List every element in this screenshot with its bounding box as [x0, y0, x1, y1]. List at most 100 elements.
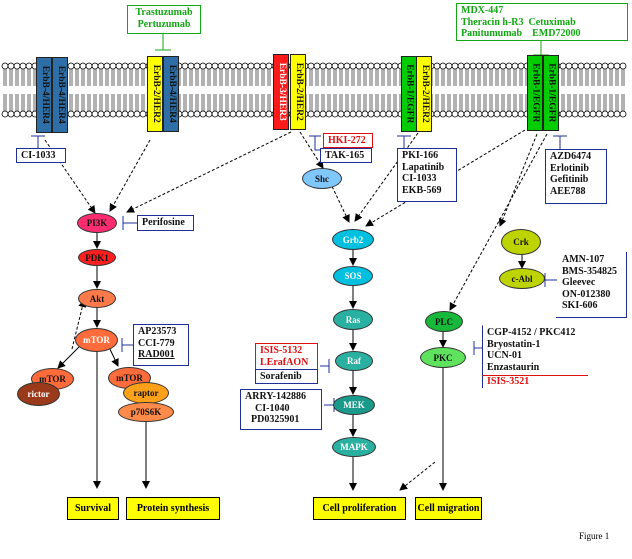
akt-node: Akt: [78, 289, 116, 308]
sorafenib-label: Sorafenib: [260, 371, 302, 382]
panitumumab-emd-label: Panitumumab EMD72000: [461, 28, 581, 39]
ci1033-label: CI-1033: [21, 150, 56, 161]
pertuzumab-label: Pertuzumab: [137, 18, 191, 30]
receptor-label: ErbB-4/HER4: [55, 65, 66, 125]
sos-label: SOS: [344, 271, 362, 281]
gefitinib-label: Gefitinib: [550, 174, 589, 185]
receptor-label: ErbB-2/HER2: [419, 64, 430, 124]
cci779-label: CCI-779: [138, 337, 175, 349]
tak165-box: TAK-165: [320, 148, 372, 163]
survival-box: Survival: [67, 497, 119, 520]
receptor-erbb-4-her4-0: ErbB-4/HER4: [36, 57, 52, 133]
c-abl-label: c-Abl: [511, 273, 533, 284]
ci1033-tki-label: CI-1033: [402, 173, 437, 184]
egfr-antibodies-box: MDX-447 Theracin h-R3 Cetuximab Panitumu…: [456, 3, 628, 41]
receptor-label: ErbB-3/HER3: [276, 62, 287, 122]
cell-migration-box: Cell migration: [415, 497, 482, 520]
abl-bracket: [556, 252, 627, 318]
isis3521-label: ISIS-3521: [487, 376, 530, 387]
receptor-label: ErbB-4/HER4: [166, 64, 177, 124]
receptor-label: ErbB-2/HER2: [150, 64, 161, 124]
pkc-node: PKC: [420, 347, 466, 368]
receptor-label: ErbB-1/EGFR: [404, 64, 415, 124]
plc-node: PLC: [425, 311, 463, 332]
isis3521-box: ISIS-3521: [482, 375, 588, 388]
ekb569-label: EKB-569: [402, 184, 442, 196]
perifosine-box: Perifosine: [137, 215, 194, 231]
perifosine-label: Perifosine: [142, 217, 185, 228]
raptor-node: raptor: [123, 382, 169, 404]
ras-label: Ras: [345, 314, 361, 325]
plc-label: PLC: [435, 316, 453, 327]
trastuzumab-label: Trastuzumab: [135, 7, 193, 18]
rictor-node: rictor: [17, 382, 60, 406]
ski606-label: SKI-606: [562, 300, 598, 311]
amn107-label: AMN-107: [562, 254, 605, 265]
pi3k-node: PI3K: [77, 213, 117, 233]
sos-node: SOS: [333, 266, 373, 286]
pkc-inhibitors-box: CGP-4152 / PKC412 Bryostatin-1 UCN-01 En…: [482, 325, 588, 376]
dashed-arrows: [44, 129, 548, 491]
erlotinib-label: Erlotinib: [550, 162, 589, 174]
mtor-main-node: mTOR: [75, 328, 118, 352]
protein-synthesis-label: Protein synthesis: [136, 503, 210, 514]
tak165-label: TAK-165: [325, 150, 365, 161]
pdk1-label: PDK1: [85, 252, 109, 263]
receptor-erbb-1-egfr-8: ErbB-1/EGFR: [527, 55, 543, 131]
pki166-label: PKI-166: [402, 150, 439, 161]
egfr-her2-tki-box: PKI-166 Lapatinib CI-1033 EKB-569: [397, 148, 457, 202]
her4-inhibitor-box: CI-1033: [16, 148, 66, 163]
raf-node: Raf: [335, 351, 373, 371]
receptor-erbb-2-her2-5: ErbB-2/HER2: [290, 54, 306, 130]
crk-label: Crk: [513, 237, 529, 247]
ci1040-label: CI-1040: [255, 402, 290, 414]
pdk1-node: PDK1: [78, 249, 116, 266]
hki272-box: HKI-272: [323, 133, 373, 148]
receptor-erbb-2-her2-2: ErbB-2/HER2: [147, 56, 163, 132]
rictor-label: rictor: [27, 389, 50, 399]
survival-label: Survival: [74, 503, 112, 514]
abl-inhibitors-box: AMN-107 BMS-354825 Gleevec ON-012380 SKI…: [557, 252, 627, 318]
mtor-rictor-label: mTOR: [39, 374, 66, 384]
akt-label: Akt: [89, 293, 105, 304]
lerafaon-label: LErafAON: [260, 356, 309, 368]
receptor-label: ErbB-1/EGFR: [530, 63, 541, 123]
pkc-label: PKC: [433, 352, 453, 363]
grb2-node: Grb2: [332, 229, 374, 250]
isis5132-label: ISIS-5132: [260, 345, 303, 356]
receptor-erbb-1-egfr-9: ErbB-1/EGFR: [543, 55, 559, 131]
crk-node: Crk: [501, 229, 541, 255]
mek-node: MEK: [333, 395, 375, 415]
receptor-label: ErbB-1/EGFR: [546, 63, 557, 123]
cell-proliferation-label: Cell proliferation: [322, 503, 397, 514]
protein-synthesis-box: Protein synthesis: [126, 497, 220, 520]
sorafenib-box: Sorafenib: [255, 369, 318, 384]
ucn01-label: UCN-01: [487, 350, 522, 361]
her2-antibodies-box: Trastuzumab Pertuzumab: [127, 5, 201, 34]
aee788-label: AEE788: [550, 185, 586, 197]
cell-proliferation-box: Cell proliferation: [313, 497, 406, 520]
solid-arrows: [57, 233, 526, 491]
lapatinib-label: Lapatinib: [402, 161, 445, 173]
mtor-raptor-label: mTOR: [116, 373, 143, 383]
cgp4152-label: CGP-4152 / PKC412: [487, 327, 576, 338]
cell-migration-label: Cell migration: [417, 503, 480, 514]
azd6474-label: AZD6474: [550, 151, 592, 162]
on012380-label: ON-012380: [562, 288, 611, 300]
receptor-erbb-4-her4-1: ErbB-4/HER4: [52, 57, 68, 133]
pd0325901-label: PD0325901: [251, 414, 300, 425]
arry142886-label: ARRY-142886: [245, 391, 306, 402]
p70s6k-label: p70S6K: [130, 407, 162, 417]
receptor-erbb-4-her4-3: ErbB-4/HER4: [163, 56, 179, 132]
figure-caption: Figure 1: [579, 531, 610, 541]
grb2-label: Grb2: [342, 234, 364, 245]
enzastaurin-label: Enzastaurin: [487, 361, 540, 373]
hki272-label: HKI-272: [328, 135, 366, 146]
mek-inhibitors-box: ARRY-142886 CI-1040 PD0325901: [240, 389, 322, 430]
receptor-label: ErbB-4/HER4: [39, 65, 50, 125]
mapk-label: MAPK: [340, 442, 368, 452]
p70s6k-node: p70S6K: [118, 402, 174, 422]
ras-node: Ras: [333, 309, 373, 330]
mtor-inhibitors-box: AP23573 CCI-779 RAD001: [133, 324, 189, 366]
